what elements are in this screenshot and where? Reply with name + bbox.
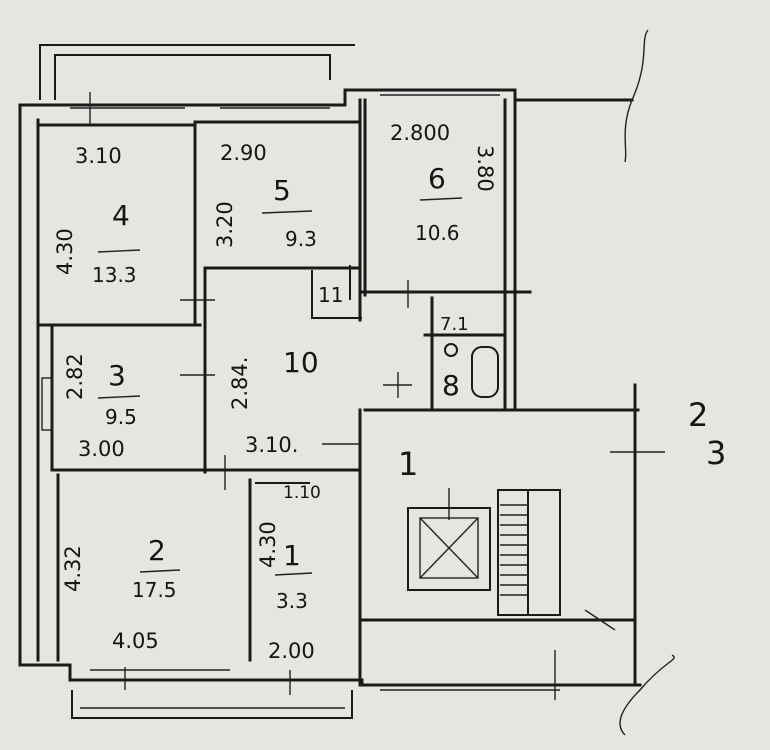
room-1-area: 3.3 — [276, 589, 308, 613]
balcony-bottom — [71, 690, 353, 719]
interior-walls — [38, 98, 640, 687]
room-4-number: 4 — [112, 199, 130, 232]
room-1-door-width: 1.10 — [283, 483, 321, 503]
closet-11-number: 11 — [318, 283, 343, 307]
room-6: 2.800 3.80 6 10.6 — [390, 121, 497, 245]
corridor-10: 2.84. 10 3.10. — [228, 346, 360, 457]
room-1-number: 1 — [283, 539, 301, 572]
elevator-shaft — [407, 488, 491, 591]
room-5-width: 2.90 — [220, 141, 267, 165]
window-ticks — [41, 92, 675, 736]
room-6-length: 3.80 — [473, 145, 497, 192]
room-2: 4.32 2 17.5 4.05 — [61, 534, 181, 653]
side-note-3: 3 — [706, 434, 726, 472]
wc-7-number: 7.1 — [440, 314, 469, 335]
room-1-width: 2.00 — [268, 639, 315, 663]
room-5-number: 5 — [273, 174, 291, 207]
bath-8: 8 — [442, 369, 460, 402]
room-6-width: 2.800 — [390, 121, 450, 145]
room-2-area: 17.5 — [132, 578, 177, 602]
exterior-walls — [18, 29, 649, 687]
balcony-top — [39, 44, 355, 100]
room-4-length: 4.30 — [53, 228, 77, 275]
corridor-10-number: 10 — [283, 346, 319, 379]
side-note-2: 2 — [688, 396, 708, 434]
room-3-width: 3.00 — [78, 437, 125, 461]
corridor-width: 3.10. — [245, 433, 298, 457]
room-5: 2.90 3.20 5 9.3 — [213, 141, 317, 251]
corridor-10-length: 2.84. — [228, 357, 252, 410]
staircase — [497, 489, 616, 631]
bath-8-number: 8 — [442, 369, 460, 402]
room-6-number: 6 — [428, 162, 446, 195]
room-4: 3.10 4.30 4 13.3 — [53, 144, 141, 287]
stair-hall-number: 1 — [398, 445, 418, 483]
room-3: 2.82 3 9.5 3.00 — [63, 353, 141, 461]
room-1-length: 4.30 — [256, 521, 280, 568]
side-notes: 2 3 — [688, 396, 726, 472]
room-3-length: 2.82 — [63, 353, 87, 400]
wc-7: 7.1 — [440, 314, 469, 335]
room-2-width: 4.05 — [112, 629, 159, 653]
closet-11: 11 — [318, 283, 343, 307]
room-3-number: 3 — [108, 359, 126, 392]
room-2-length: 4.32 — [61, 545, 85, 592]
room-4-area: 13.3 — [92, 263, 137, 287]
stair-hall: 1 — [398, 445, 418, 483]
room-5-length: 3.20 — [213, 201, 237, 248]
room-2-number: 2 — [148, 534, 166, 567]
room-5-area: 9.3 — [285, 227, 317, 251]
room-4-width: 3.10 — [75, 144, 122, 168]
room-6-area: 10.6 — [415, 221, 460, 245]
room-3-area: 9.5 — [105, 405, 137, 429]
room-1: 1.10 4.30 1 3.3 2.00 — [256, 483, 321, 663]
